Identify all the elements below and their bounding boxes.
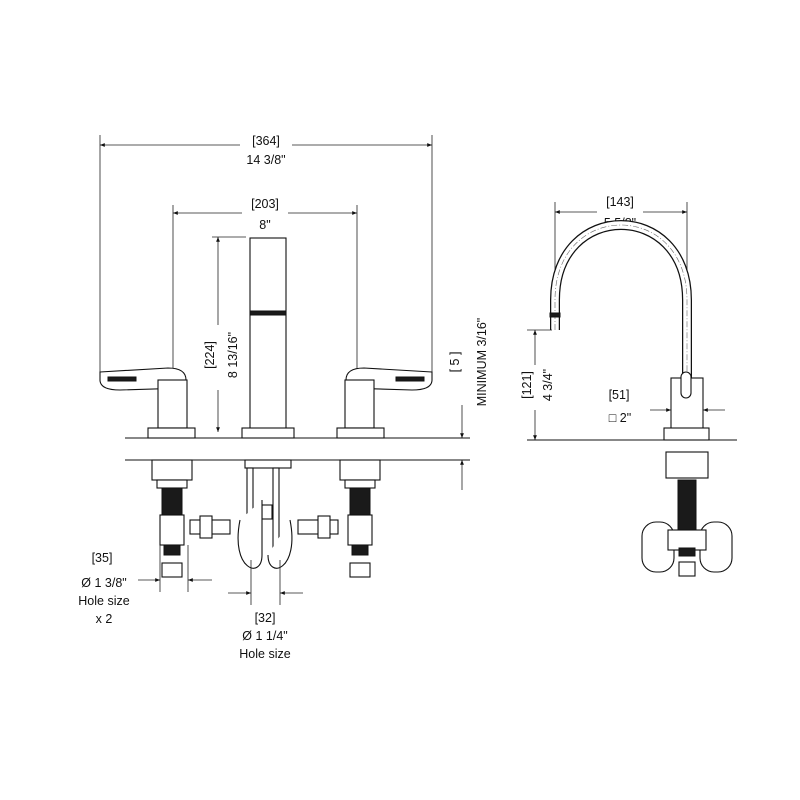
handle-hole-mm: [35] [92,551,113,565]
dimension-spout-reach: [143] 5 5/8" [554,195,688,330]
center-spread-mm: [203] [251,197,279,211]
deck-thickness-mm: [ 5 ] [448,352,462,373]
spout-hole-label: Hole size [239,647,290,661]
front-view: [364] 14 3/8" [203] 8" [224] 8 13/16" [ … [78,134,489,661]
spout-height-inch: 8 13/16" [226,332,240,378]
side-base [641,371,733,577]
right-handle-valve [336,367,433,578]
dimension-center-spread: [203] 8" [172,197,358,372]
spout-clearance-mm: [121] [520,371,534,399]
base-size-mm: [51] [609,388,630,402]
spout-hole-mm: [32] [255,611,276,625]
overall-width-mm: [364] [252,134,280,148]
handle-hole-inch: Ø 1 3/8" [81,576,126,590]
dimension-overall-width: [364] 14 3/8" [99,134,433,375]
dimension-base-size: [51] □ 2" [609,388,725,425]
center-spread-inch: 8" [259,218,270,232]
side-view: [143] 5 5/8" [121] 4 3/4" [520,195,737,577]
handle-hole-qty: x 2 [96,612,113,626]
deck-thickness-inch: MINIMUM 3/16" [475,318,489,406]
dimension-spout-hole: [32] Ø 1 1/4" Hole size [228,560,303,661]
base-size-inch: □ 2" [609,411,631,425]
spout-reach-mm: [143] [606,195,634,209]
supply-hoses [189,500,339,569]
handle-hole-label: Hole size [78,594,129,608]
spout-hole-inch: Ø 1 1/4" [242,629,287,643]
dimension-spout-clearance: [121] 4 3/4" [520,330,555,440]
spout-clearance-inch: 4 3/4" [541,369,555,401]
gooseneck-spout [549,220,692,378]
spout-height-mm: [224] [203,341,217,369]
left-handle-valve [99,367,196,578]
dimension-spout-height: [224] 8 13/16" [203,236,246,432]
dimension-handle-hole: [35] Ø 1 3/8" Hole size x 2 [78,545,212,626]
spout [241,237,295,561]
overall-width-inch: 14 3/8" [246,153,285,167]
dimension-deck-thickness: [ 5 ] MINIMUM 3/16" [448,318,489,490]
